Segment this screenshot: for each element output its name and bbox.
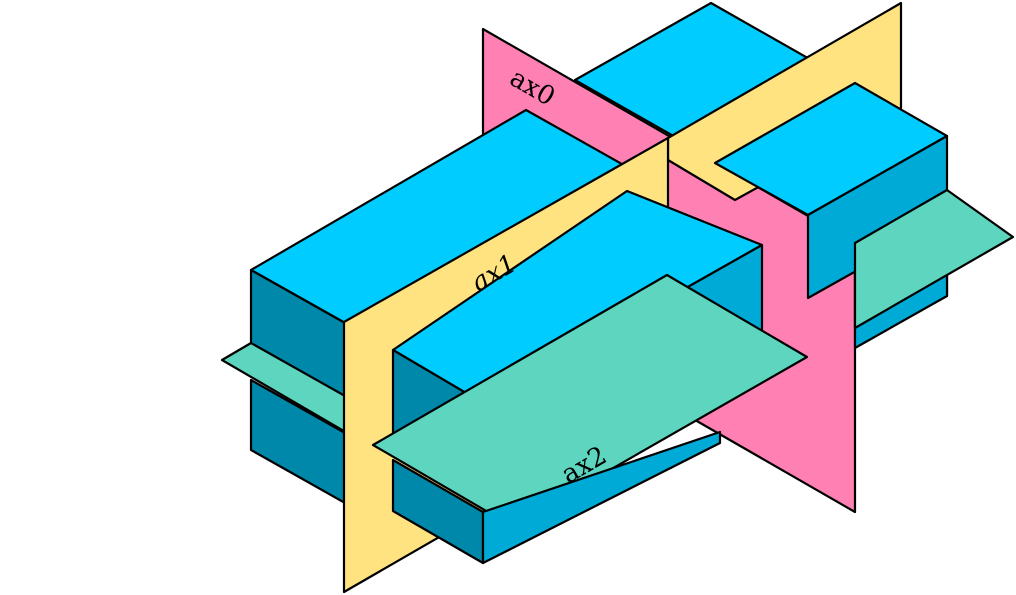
block-front-lower xyxy=(391,430,722,565)
block-front-lower-front xyxy=(481,430,722,565)
plane-ax2-right xyxy=(853,188,1015,330)
plane-ax2-front xyxy=(371,273,809,528)
